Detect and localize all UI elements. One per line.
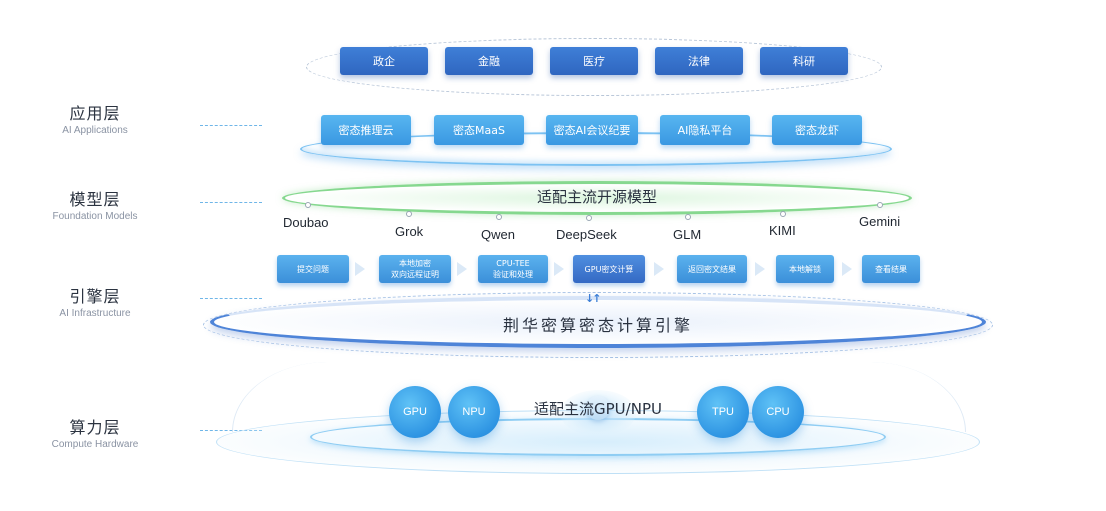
arrow-right-icon [755,262,765,276]
chip-tpu: TPU [697,386,749,438]
layer-title: 模型层 [69,190,121,209]
model-dot [877,202,883,208]
engine-step-box: 查看结果 [862,255,920,283]
industry-box: 法律 [655,47,743,75]
industry-box: 科研 [760,47,848,75]
up-down-arrows-icon: ↓↑ [585,292,602,305]
arrow-right-icon [842,262,852,276]
chip-cpu: CPU [752,386,804,438]
layer-label-applications: 应用层 AI Applications [0,104,190,138]
layer-label-models: 模型层 Foundation Models [0,190,190,224]
model-dot [586,215,592,221]
engine-step-box: 本地解锁 [776,255,834,283]
arrow-right-icon [355,262,365,276]
arrow-right-icon [654,262,664,276]
arrow-right-icon [457,262,467,276]
model-dot [685,214,691,220]
engine-step-box: 本地加密 双向远程证明 [379,255,451,283]
chip-npu: NPU [448,386,500,438]
compute-title: 适配主流GPU/NPU [534,400,662,418]
model-name: DeepSeek [556,227,617,242]
app-box: 密态AI会议纪要 [546,115,638,145]
arrow-right-icon [554,262,564,276]
model-name: Qwen [481,227,515,242]
engine-step-box: GPU密文计算 [573,255,645,283]
connector-line [200,202,262,203]
model-name: Doubao [283,215,329,230]
industry-box: 金融 [445,47,533,75]
app-box: 密态龙虾 [772,115,862,145]
model-name: Grok [395,224,424,239]
layer-label-infrastructure: 引擎层 AI Infrastructure [0,287,190,321]
layer-subtitle: AI Infrastructure [59,308,131,319]
model-dot [406,211,412,217]
engine-step-box: 提交问题 [277,255,349,283]
industry-box: 医疗 [550,47,638,75]
engine-step-box: 返回密文结果 [677,255,747,283]
layer-subtitle: Compute Hardware [51,439,139,450]
model-dot [780,211,786,217]
engine-step-box: CPU-TEE 验证和处理 [478,255,548,283]
model-dot [496,214,502,220]
engine-title: 荆华密算密态计算引擎 [502,316,693,335]
layer-label-compute: 算力层 Compute Hardware [0,418,190,452]
model-name: Gemini [859,214,901,229]
industry-box: 政企 [340,47,428,75]
connector-line [200,298,262,299]
engine-outer-dashed-ring [203,292,993,358]
layer-title: 引擎层 [69,287,121,306]
layer-subtitle: AI Applications [62,125,128,136]
lock-icon [586,396,610,420]
model-ring-title: 适配主流开源模型 [536,188,657,206]
connector-line [200,430,262,431]
model-ring [282,181,912,215]
engine-ring [210,296,986,348]
connector-line [200,125,262,126]
app-box: 密态推理云 [321,115,411,145]
model-dot [305,202,311,208]
industry-ring [306,38,882,96]
chip-gpu: GPU [389,386,441,438]
app-box: 密态MaaS [434,115,524,145]
model-name: KIMI [769,223,796,238]
app-box: AI隐私平台 [660,115,750,145]
layer-title: 应用层 [69,104,121,123]
layer-subtitle: Foundation Models [52,211,138,222]
model-name: GLM [673,227,702,242]
layer-title: 算力层 [69,418,121,437]
